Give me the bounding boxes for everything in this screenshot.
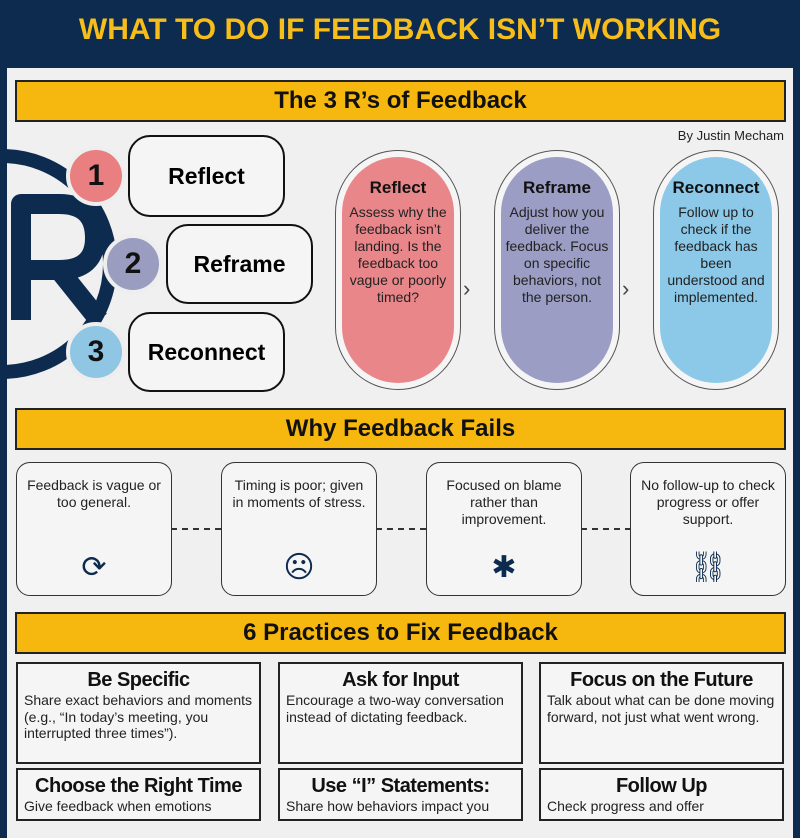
practice-title: Choose the Right Time	[35, 775, 242, 797]
practice-text: Give feedback when emotions	[24, 798, 212, 814]
practice-title: Use “I” Statements:	[311, 775, 490, 797]
step-label: Reframe	[193, 250, 286, 277]
fail-reason-card: No follow-up to check progress or offer …	[630, 462, 786, 596]
connector-line	[171, 528, 221, 530]
capsule-text: Assess why the feedback isn’t landing. I…	[349, 204, 447, 305]
section-heading-3rs: The 3 R’s of Feedback	[15, 80, 786, 122]
arrow-right-icon: ›	[463, 276, 471, 301]
connector-line	[581, 528, 631, 530]
byline: By Justin Mecham	[677, 128, 784, 143]
practice-title: Focus on the Future	[570, 669, 753, 691]
fail-reason-text: No follow-up to check progress or offer …	[641, 477, 775, 527]
capsule-text: Adjust how you deliver the feedback. Foc…	[505, 204, 609, 305]
section-heading-why-fails: Why Feedback Fails	[15, 408, 786, 450]
connector-line	[376, 528, 426, 530]
step-reconnect: Reconnect	[128, 312, 285, 392]
capsule-text: Follow up to check if the feedback has b…	[667, 204, 765, 305]
practice-text: Check progress and offer	[547, 798, 704, 814]
step-number-3: 3	[66, 322, 126, 382]
section-heading-practices: 6 Practices to Fix Feedback	[15, 612, 786, 654]
practice-title: Be Specific	[87, 669, 190, 691]
fail-reason-text: Timing is poor; given in moments of stre…	[232, 477, 366, 510]
arrow-right-icon: ›	[622, 276, 630, 301]
practice-title: Ask for Input	[342, 669, 459, 691]
broken-chain-icon: ⛓	[688, 551, 728, 584]
capsule-title: Reflect	[369, 178, 427, 197]
fail-reason-card: Timing is poor; given in moments of stre…	[221, 462, 377, 596]
practice-text: Talk about what can be done moving forwa…	[547, 692, 775, 725]
practice-text: Encourage a two-way conversation instead…	[286, 692, 504, 725]
blamed-person-icon: ✱	[491, 551, 517, 584]
practice-card: Use “I” Statements:Share how behaviors i…	[278, 768, 523, 821]
page-title: WHAT TO DO IF FEEDBACK ISN’T WORKING	[78, 13, 722, 46]
step-reframe: Reframe	[166, 224, 313, 304]
step-reflect: Reflect	[128, 135, 285, 217]
capsule-title: Reframe	[522, 178, 592, 197]
step-label: Reflect	[168, 162, 245, 189]
practice-text: Share exact behaviors and moments (e.g.,…	[24, 692, 253, 741]
fail-reason-card: Focused on blame rather than improvement…	[426, 462, 582, 596]
step-label: Reconnect	[147, 338, 266, 365]
step-number-2: 2	[103, 234, 163, 294]
fail-reason-card: Feedback is vague or too general. ⟳	[16, 462, 172, 596]
practice-text: Share how behaviors impact you	[286, 798, 490, 814]
practice-title: Follow Up	[615, 775, 708, 797]
step-number-1: 1	[66, 146, 126, 206]
capsule-title: Reconnect	[672, 178, 760, 197]
stressed-person-icon: ☹	[283, 551, 315, 584]
fail-reason-text: Focused on blame rather than improvement…	[446, 477, 562, 527]
fail-reason-text: Feedback is vague or too general.	[27, 477, 161, 510]
chat-cycle-icon: ⟳	[81, 551, 107, 584]
